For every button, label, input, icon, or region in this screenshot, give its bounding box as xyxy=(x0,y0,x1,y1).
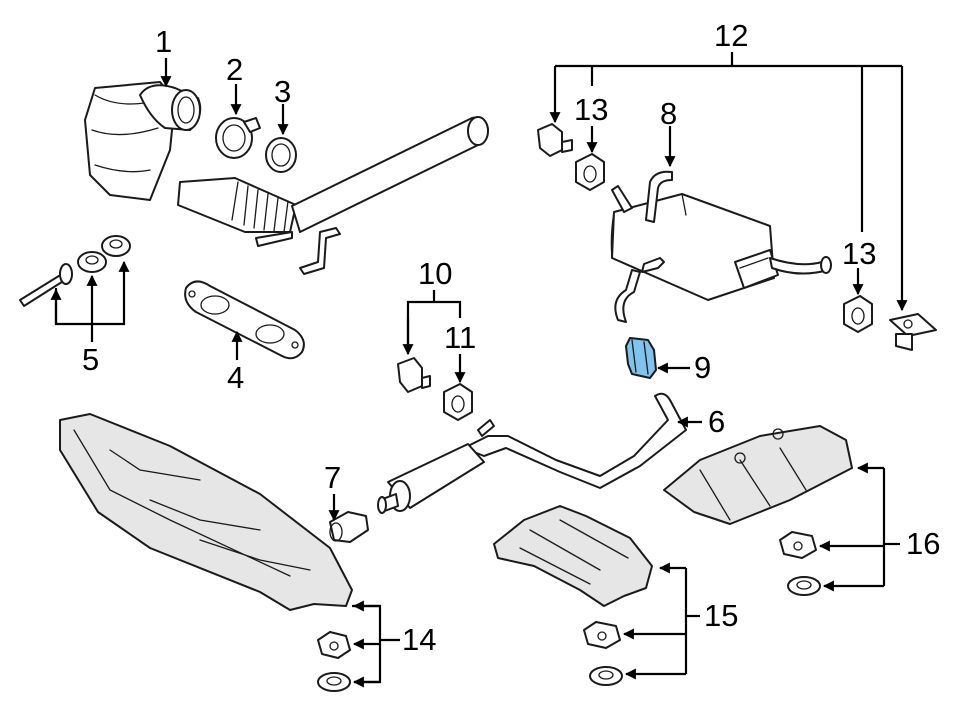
rubber-mount-13-left[interactable] xyxy=(575,153,605,191)
callout-11: 11 xyxy=(444,320,476,355)
callout-10: 10 xyxy=(418,256,452,291)
pipe-clamp[interactable] xyxy=(329,511,369,543)
washer-14-a[interactable] xyxy=(317,631,351,659)
callout-4: 4 xyxy=(227,360,244,395)
callout-1: 1 xyxy=(155,24,172,59)
leader-lines xyxy=(50,52,908,688)
hanger-bracket[interactable] xyxy=(397,357,431,393)
exhaust-clamp[interactable] xyxy=(215,117,261,159)
gasket-ring[interactable] xyxy=(265,137,297,173)
heat-shield-right[interactable] xyxy=(663,425,853,525)
center-pipe-resonator[interactable] xyxy=(377,392,687,514)
callout-7: 7 xyxy=(324,460,341,495)
callout-8: 8 xyxy=(660,96,677,131)
rear-muffler[interactable] xyxy=(610,170,832,323)
callout-12: 12 xyxy=(714,18,748,53)
washer-14-b[interactable] xyxy=(317,672,351,692)
washer-16-b[interactable] xyxy=(787,576,821,596)
callout-2: 2 xyxy=(226,52,243,87)
callout-6: 6 xyxy=(708,404,725,439)
bolt-and-washers[interactable] xyxy=(19,235,131,307)
bracket-12-right[interactable] xyxy=(889,313,937,351)
bracket-12-left[interactable] xyxy=(537,123,573,157)
connector-clamp[interactable] xyxy=(625,337,657,379)
callout-16: 16 xyxy=(906,526,940,561)
callout-9: 9 xyxy=(694,350,711,385)
heat-shield-center[interactable] xyxy=(493,505,653,607)
callout-13-right: 13 xyxy=(842,236,876,271)
catalytic-converter-assembly[interactable] xyxy=(84,81,489,275)
washer-15-a[interactable] xyxy=(583,621,621,649)
washer-16-a[interactable] xyxy=(779,531,817,559)
callout-5: 5 xyxy=(82,342,99,377)
rubber-mount-13-right[interactable] xyxy=(843,295,873,333)
callout-14: 14 xyxy=(402,622,436,657)
flange-gasket[interactable] xyxy=(184,280,305,360)
heat-shield-left[interactable] xyxy=(59,413,353,611)
callout-13-left: 13 xyxy=(574,92,608,127)
callout-labels: 1 2 3 4 5 6 7 8 9 10 11 12 13 13 14 15 1… xyxy=(82,18,940,657)
washer-15-b[interactable] xyxy=(589,666,623,686)
callout-3: 3 xyxy=(274,74,291,109)
callout-15: 15 xyxy=(704,598,738,633)
rubber-mount-11[interactable] xyxy=(443,383,473,421)
